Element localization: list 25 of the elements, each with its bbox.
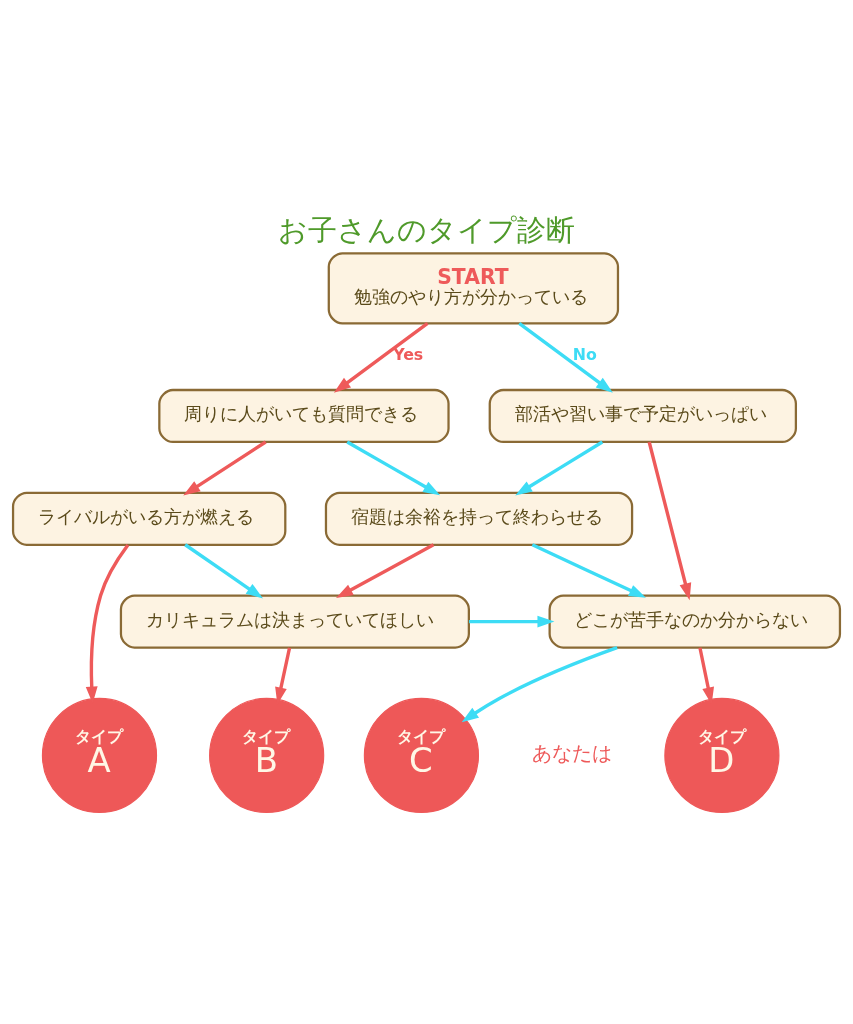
arrow xyxy=(183,440,267,496)
arrow xyxy=(336,543,435,598)
arrow xyxy=(647,441,692,601)
node-box: 部活や習い事で予定がいっぱい xyxy=(488,388,797,444)
arrow xyxy=(469,615,555,628)
arrow xyxy=(518,322,613,393)
node-box: ライバルがいる方が燃える xyxy=(11,491,287,546)
node-circle: タイプ D xyxy=(664,697,780,814)
edge-label: No xyxy=(572,344,597,364)
arrow xyxy=(333,322,429,393)
arrow xyxy=(531,543,646,598)
node-box: どこが苦手なのか分からない xyxy=(548,594,842,649)
arrow xyxy=(515,440,604,496)
arrow xyxy=(184,543,263,599)
node-box: 周りに人がいても質問できる xyxy=(158,388,450,444)
arrow xyxy=(346,440,441,496)
node-box: START 勉強のやり方が分かっている xyxy=(327,252,620,325)
node-box: カリキュラムは決まっていてほしい xyxy=(119,594,470,649)
arrow xyxy=(461,646,618,723)
edge-label: Yes xyxy=(393,344,424,364)
node-box: 宿題は余裕を持って終わらせる xyxy=(324,491,634,546)
node-circle: タイプ A xyxy=(41,697,158,814)
label: あなたは xyxy=(531,741,612,766)
node-circle: タイプ B xyxy=(209,697,325,814)
diagram-title: お子さんのタイプ診断 xyxy=(278,212,575,247)
